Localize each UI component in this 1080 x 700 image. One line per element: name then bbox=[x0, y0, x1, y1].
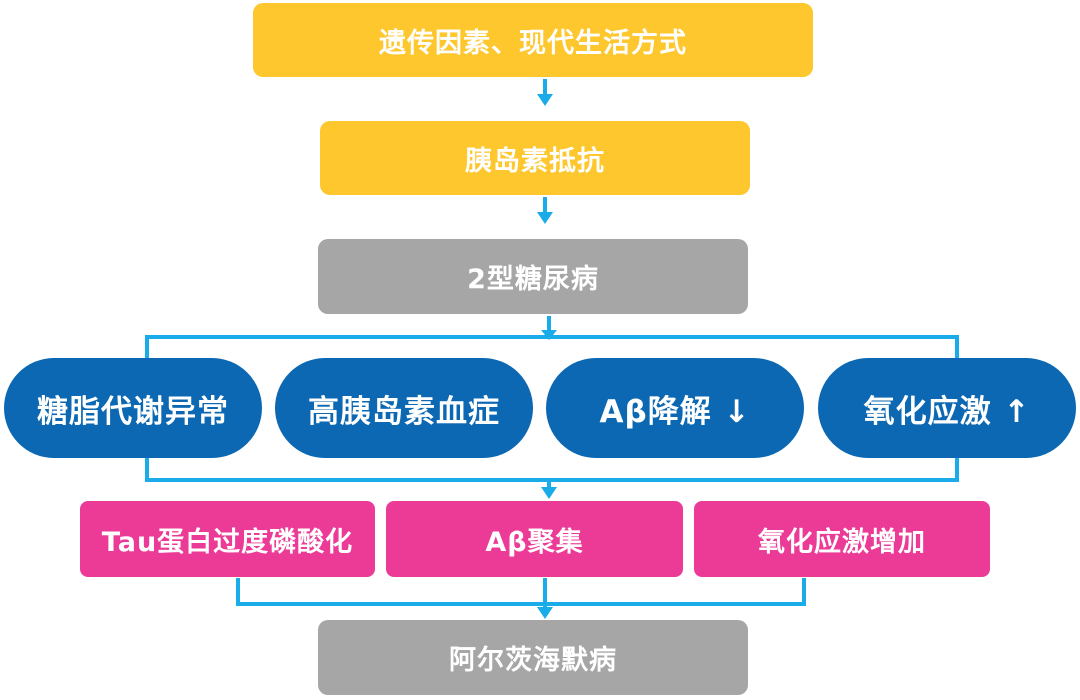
bracket-pathologies-bottom bbox=[236, 578, 806, 606]
step-insulin-resistance: 胰岛素抵抗 bbox=[320, 121, 750, 195]
arrow-head-2 bbox=[537, 212, 553, 224]
step-type2-diabetes: 2型糖尿病 bbox=[318, 239, 748, 314]
mechanism-lipid-metabolism: 糖脂代谢异常 bbox=[4, 358, 262, 458]
pathology-tau-phosphorylation: Tau蛋白过度磷酸化 bbox=[80, 501, 375, 577]
pathology-tau-phosphorylation-label: Tau蛋白过度磷酸化 bbox=[101, 526, 354, 558]
step-genetic-lifestyle: 遗传因素、现代生活方式 bbox=[253, 3, 813, 77]
outcome-alzheimers: 阿尔茨海默病 bbox=[318, 620, 748, 695]
mechanism-lipid-metabolism-label: 糖脂代谢异常 bbox=[37, 393, 229, 430]
pathology-abeta-aggregation-label: Aβ聚集 bbox=[485, 526, 584, 558]
step-type2-diabetes-label: 2型糖尿病 bbox=[467, 264, 599, 295]
arrow-head-4 bbox=[541, 487, 557, 499]
arrow-head-5 bbox=[537, 607, 553, 619]
pathology-oxidative-stress-increase-label: 氧化应激增加 bbox=[758, 526, 926, 558]
mechanism-hyperinsulinemia-label: 高胰岛素血症 bbox=[308, 393, 500, 430]
mechanism-oxidative-stress: 氧化应激 ↑ bbox=[818, 358, 1076, 458]
outcome-alzheimers-label: 阿尔茨海默病 bbox=[449, 645, 617, 676]
pathology-abeta-aggregation: Aβ聚集 bbox=[386, 501, 683, 577]
mechanism-abeta-degradation: Aβ降解 ↓ bbox=[546, 358, 804, 458]
mechanism-hyperinsulinemia: 高胰岛素血症 bbox=[275, 358, 533, 458]
step-genetic-lifestyle-label: 遗传因素、现代生活方式 bbox=[379, 27, 687, 59]
step-insulin-resistance-label: 胰岛素抵抗 bbox=[465, 145, 605, 177]
arrow-head-3 bbox=[541, 330, 557, 340]
arrow-head-1 bbox=[537, 94, 553, 106]
mechanism-abeta-degradation-label: Aβ降解 ↓ bbox=[599, 393, 751, 430]
mechanism-oxidative-stress-label: 氧化应激 ↑ bbox=[863, 393, 1031, 430]
pathology-oxidative-stress-increase: 氧化应激增加 bbox=[694, 501, 990, 577]
